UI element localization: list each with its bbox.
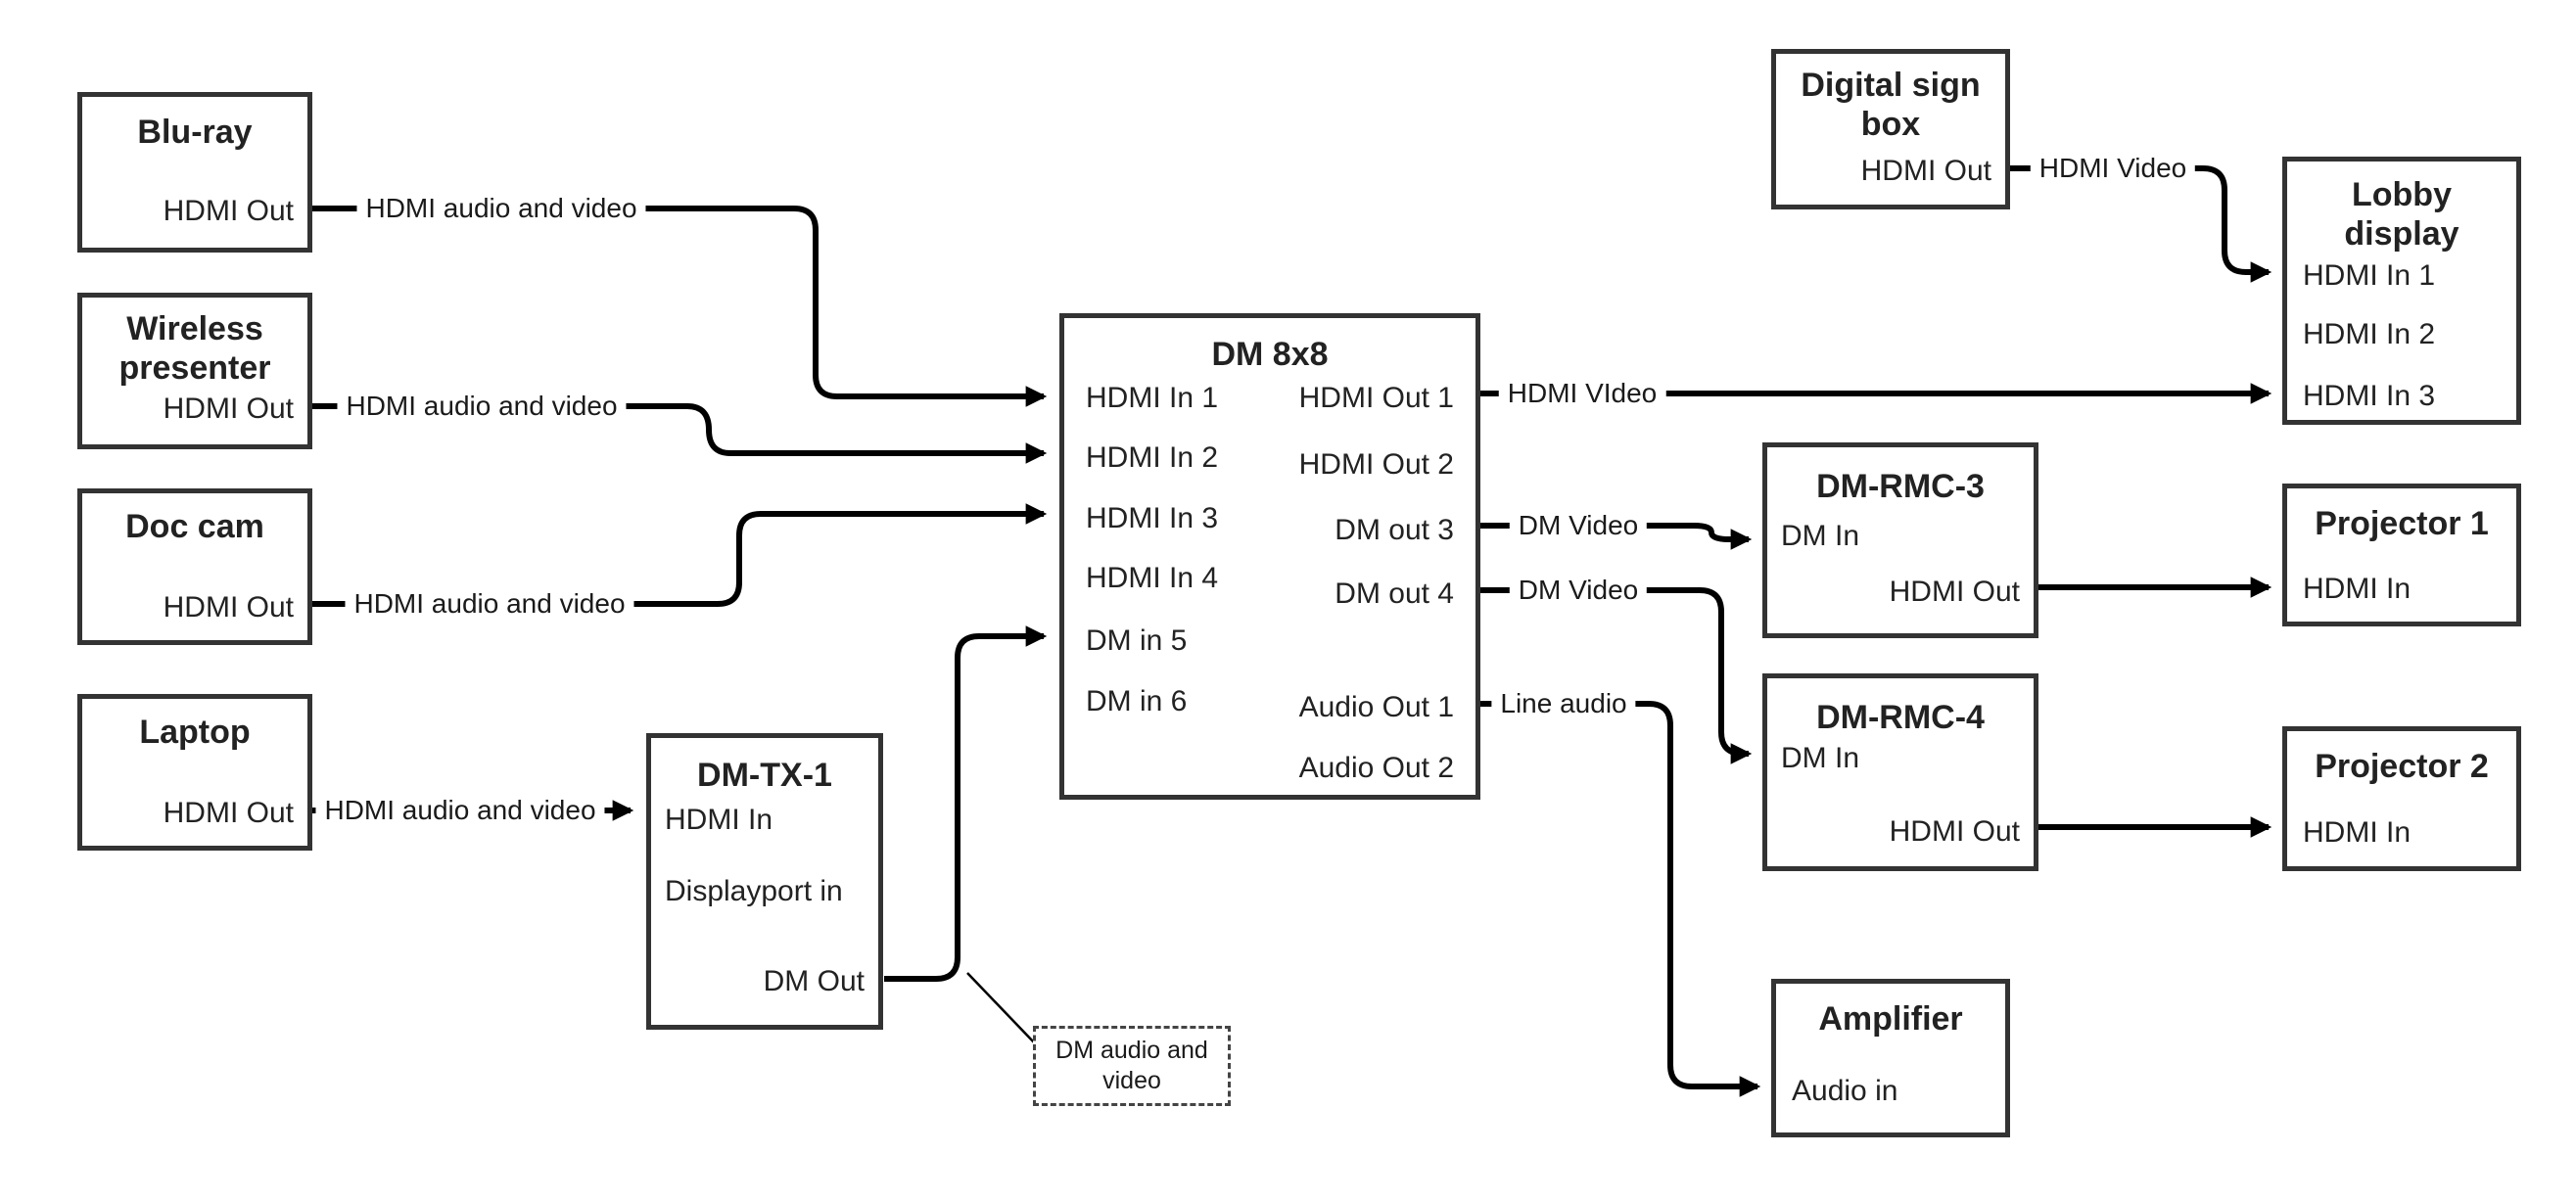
node-doc-cam: Doc cam HDMI Out [77, 488, 312, 645]
node-lobby-display: Lobby display HDMI In 1 HDMI In 2 HDMI I… [2282, 157, 2521, 425]
title-line: presenter [118, 349, 271, 387]
wire-dmtx1-to-dm8x8-in5 [884, 625, 1048, 982]
port-hdmi-out: HDMI Out [1889, 815, 2020, 848]
edge-label-laptop: HDMI audio and video [315, 794, 605, 827]
node-dm-8x8: DM 8x8 HDMI In 1 HDMI In 2 HDMI In 3 HDM… [1059, 313, 1480, 800]
port-hdmi-in-1: HDMI In 1 [2303, 259, 2436, 292]
node-laptop: Laptop HDMI Out [77, 694, 312, 851]
node-title: DM-RMC-3 [1816, 468, 1985, 505]
port-displayport-in: Displayport in [665, 875, 843, 907]
node-title: Wireless presenter [82, 309, 307, 388]
title-line: Wireless [126, 310, 263, 347]
port-audio-in: Audio in [1792, 1075, 1898, 1107]
port-hdmi-in-2: HDMI In 2 [1086, 441, 1219, 474]
port-hdmi-out-1: HDMI Out 1 [1298, 382, 1454, 414]
wire-bluray-to-dm8x8-in1 [312, 206, 1048, 407]
port-hdmi-in-2: HDMI In 2 [2303, 318, 2436, 350]
port-hdmi-out: HDMI Out [163, 393, 294, 425]
wire-dm8x8-out4-to-rmc4 [1480, 587, 1753, 764]
node-title: Blu-ray [137, 114, 253, 151]
port-dm-in-5: DM in 5 [1086, 624, 1188, 657]
edge-label-bluray: HDMI audio and video [356, 192, 646, 225]
port-hdmi-out: HDMI Out [163, 591, 294, 624]
node-title: Amplifier [1818, 1000, 1963, 1038]
port-hdmi-out: HDMI Out [1860, 155, 1991, 187]
port-hdmi-out-2: HDMI Out 2 [1298, 448, 1454, 481]
edge-label-hdmi-video-out1: HDMI VIdeo [1498, 377, 1666, 410]
edge-label-hdmi-video-signbox: HDMI Video [2030, 152, 2196, 185]
port-dm-out-4: DM out 4 [1335, 577, 1454, 610]
title-line: display [2344, 215, 2459, 253]
node-title: Lobby display [2287, 175, 2516, 254]
wire-dm8x8-out3-to-rmc3 [1480, 523, 1753, 550]
wire-dm8x8-audio1-to-amp [1480, 701, 1761, 1097]
node-blu-ray: Blu-ray HDMI Out [77, 92, 312, 253]
port-dm-in: DM In [1781, 520, 1860, 552]
annotation-dm-audio-video: DM audio and video [1033, 1026, 1231, 1106]
node-projector-2: Projector 2 HDMI In [2282, 726, 2521, 871]
node-amplifier: Amplifier Audio in [1771, 979, 2010, 1137]
wire-signbox-to-lobby-in1 [2010, 165, 2272, 283]
edge-label-line-audio: Line audio [1491, 687, 1636, 720]
node-title: DM-TX-1 [697, 757, 832, 794]
port-hdmi-in-1: HDMI In 1 [1086, 382, 1219, 414]
title-line: box [1860, 106, 1921, 143]
node-dm-rmc-4: DM-RMC-4 DM In HDMI Out [1762, 673, 2038, 871]
port-dm-out-3: DM out 3 [1335, 514, 1454, 546]
node-title: Projector 1 [2315, 505, 2489, 542]
edge-label-doccam: HDMI audio and video [345, 587, 634, 621]
port-dm-out: DM Out [763, 965, 865, 997]
node-title: Laptop [139, 714, 251, 751]
port-audio-out-2: Audio Out 2 [1298, 752, 1454, 784]
port-hdmi-in-3: HDMI In 3 [1086, 502, 1219, 534]
edge-label-wireless: HDMI audio and video [337, 390, 627, 423]
port-hdmi-out: HDMI Out [163, 797, 294, 829]
node-title: DM 8x8 [1211, 336, 1329, 373]
title-line: Digital sign [1801, 67, 1981, 104]
node-title: DM-RMC-4 [1816, 699, 1985, 736]
port-hdmi-in: HDMI In [2303, 573, 2412, 605]
node-wireless-presenter: Wireless presenter HDMI Out [77, 293, 312, 449]
node-title: Projector 2 [2315, 748, 2489, 785]
edge-label-dm-video-out4: DM Video [1509, 574, 1648, 607]
node-dm-rmc-3: DM-RMC-3 DM In HDMI Out [1762, 442, 2038, 638]
port-hdmi-in: HDMI In [2303, 816, 2412, 849]
wire-doccam-to-dm8x8-in3 [312, 503, 1048, 607]
edge-label-dm-video-out3: DM Video [1509, 509, 1648, 542]
port-hdmi-in-3: HDMI In 3 [2303, 380, 2436, 412]
title-line: Lobby [2352, 176, 2452, 213]
port-hdmi-in: HDMI In [665, 804, 773, 836]
port-hdmi-out: HDMI Out [163, 195, 294, 227]
wire-wireless-to-dm8x8-in2 [312, 403, 1048, 464]
annotation-callout-line [966, 972, 1036, 1044]
annotation-line: DM audio and [1055, 1037, 1208, 1064]
node-dm-tx-1: DM-TX-1 HDMI In Displayport in DM Out [646, 733, 883, 1030]
node-projector-1: Projector 1 HDMI In [2282, 484, 2521, 626]
node-digital-sign-box: Digital sign box HDMI Out [1771, 49, 2010, 209]
node-title: Digital sign box [1776, 66, 2005, 144]
annotation-line: video [1102, 1067, 1161, 1094]
port-hdmi-in-4: HDMI In 4 [1086, 562, 1219, 594]
port-dm-in-6: DM in 6 [1086, 685, 1188, 717]
port-audio-out-1: Audio Out 1 [1298, 691, 1454, 723]
node-title: Doc cam [125, 508, 264, 545]
port-hdmi-out: HDMI Out [1889, 576, 2020, 608]
port-dm-in: DM In [1781, 742, 1860, 774]
